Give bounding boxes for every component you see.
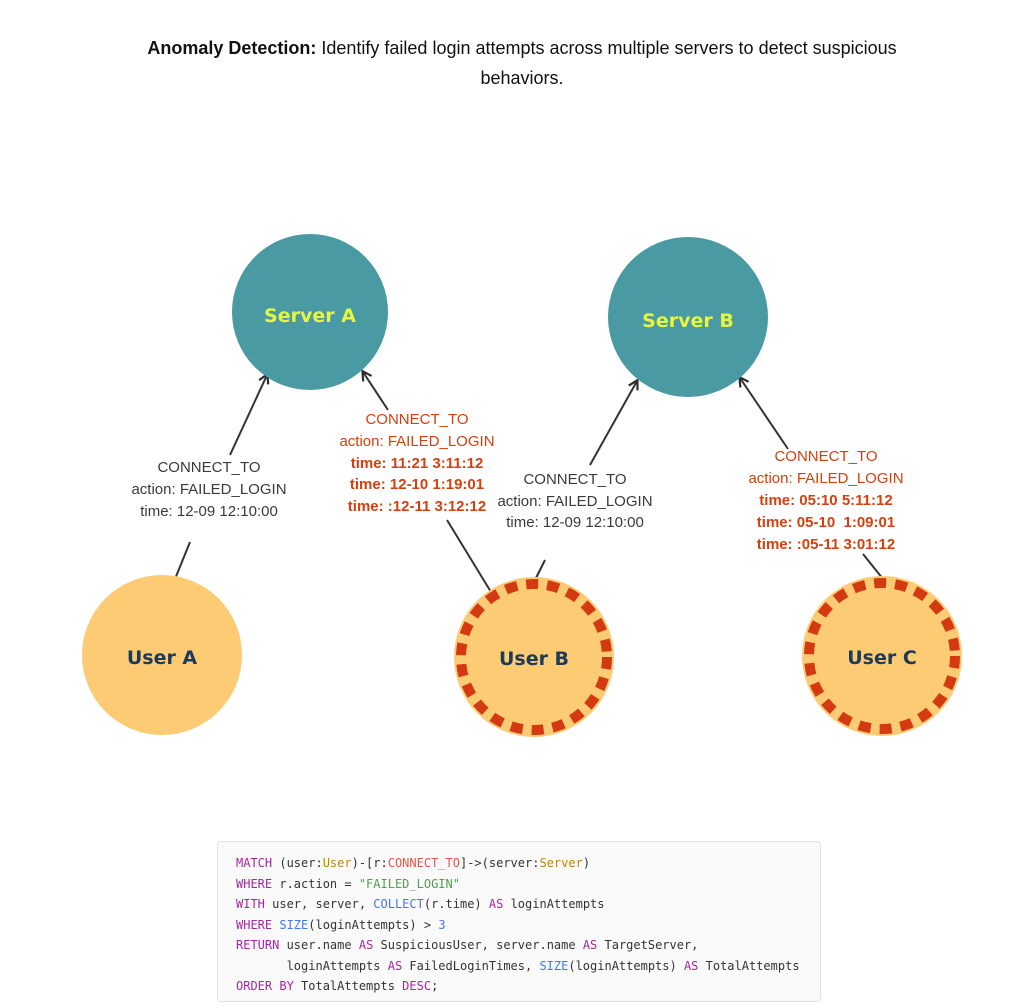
server-b-circle xyxy=(608,237,768,397)
code-text: ; xyxy=(431,979,439,993)
edge-userb-servera-upper xyxy=(363,372,389,411)
edge-action-label: action: FAILED_LOGIN xyxy=(497,493,652,510)
code-keyword: AS xyxy=(358,938,374,952)
user-b-dashed-ring xyxy=(456,579,612,735)
user-a-circle xyxy=(82,575,242,735)
edge-time-label: time: 05-10 1:09:01 xyxy=(757,514,895,531)
edge-label-userc-serverb: CONNECT_TO action: FAILED_LOGIN time: 05… xyxy=(748,448,903,553)
code-string: "FAILED_LOGIN" xyxy=(358,876,460,891)
code-function: SIZE xyxy=(539,958,569,973)
edge-usera-servera-upper xyxy=(229,375,267,456)
code-line-4: WHERE SIZE(loginAttempts) > 3 xyxy=(236,915,820,936)
edge-userc-serverb-lower xyxy=(862,553,884,580)
node-user-a: User A xyxy=(82,575,242,735)
code-text: FailedLoginTimes, xyxy=(402,958,540,973)
code-keyword: RETURN xyxy=(236,938,280,952)
code-text: TargetServer, xyxy=(597,938,699,952)
code-text: user.name xyxy=(279,938,359,952)
title-bold: Anomaly Detection: xyxy=(147,38,317,58)
edge-rel-label: CONNECT_TO xyxy=(157,459,260,476)
code-relationship: CONNECT_TO xyxy=(387,856,460,870)
code-line-5: RETURN user.name AS SuspiciousUser, serv… xyxy=(236,935,820,956)
edge-rel-label: CONNECT_TO xyxy=(523,471,626,488)
edge-time-label: time: 05:10 5:11:12 xyxy=(759,492,892,509)
edge-time-label: time: 12-09 12:10:00 xyxy=(506,514,644,531)
code-text: loginAttempts xyxy=(503,897,605,911)
code-text: r.action = xyxy=(272,876,359,891)
code-keyword: DESC xyxy=(402,979,432,993)
code-text: (r.time) xyxy=(423,897,489,911)
server-b-label: Server B xyxy=(642,310,734,332)
code-label: Server xyxy=(539,856,583,870)
edge-time-label: time: 12-09 12:10:00 xyxy=(140,503,278,520)
title-text: Identify failed login attempts across mu… xyxy=(316,38,897,88)
edge-userb-servera-lower xyxy=(446,519,492,593)
code-keyword: ORDER BY xyxy=(236,979,294,993)
edge-time-label: time: :05-11 3:01:12 xyxy=(757,536,895,553)
node-server-a: Server A xyxy=(232,234,388,390)
code-keyword: AS xyxy=(683,958,699,973)
edge-time-label: time: 11:21 3:11:12 xyxy=(351,455,484,472)
edge-rel-label: CONNECT_TO xyxy=(774,448,877,465)
edge-rel-label: CONNECT_TO xyxy=(365,411,468,428)
code-text: (user: xyxy=(272,856,323,870)
edge-action-label: action: FAILED_LOGIN xyxy=(748,470,903,487)
code-keyword: AS xyxy=(582,938,598,952)
code-line-2: WHERE r.action = "FAILED_LOGIN" xyxy=(236,874,820,895)
code-line-6: loginAttempts AS FailedLoginTimes, SIZE(… xyxy=(236,956,820,977)
user-c-circle xyxy=(802,576,962,736)
code-text: (loginAttempts) > xyxy=(308,917,439,932)
code-keyword: WHERE xyxy=(236,876,273,891)
user-b-label: User B xyxy=(499,648,569,670)
code-keyword: WHERE xyxy=(236,917,273,932)
edge-label-userb-servera: CONNECT_TO action: FAILED_LOGIN time: 11… xyxy=(339,411,494,515)
node-user-c: User C xyxy=(802,576,962,736)
server-a-label: Server A xyxy=(264,305,356,327)
user-c-label: User C xyxy=(847,647,917,669)
code-text: ) xyxy=(582,856,591,870)
code-text: TotalAttempts xyxy=(698,958,800,973)
code-line-1: MATCH (user:User)-[r:CONNECT_TO]->(serve… xyxy=(236,853,820,874)
code-label: User xyxy=(322,856,352,870)
code-keyword: AS xyxy=(488,897,504,911)
code-text: user, server, xyxy=(264,897,374,911)
code-function: COLLECT xyxy=(373,897,424,911)
page-title: Anomaly Detection: Identify failed login… xyxy=(112,33,932,93)
node-server-b: Server B xyxy=(608,237,768,397)
code-keyword: AS xyxy=(387,958,403,973)
edge-time-label: time: :12-11 3:12:12 xyxy=(348,498,486,515)
code-text: TotalAttempts xyxy=(293,979,403,993)
cypher-code-block: MATCH (user:User)-[r:CONNECT_TO]->(serve… xyxy=(217,841,821,1002)
code-text: SuspiciousUser, server.name xyxy=(373,938,583,952)
edge-label-usera-servera: CONNECT_TO action: FAILED_LOGIN time: 12… xyxy=(131,459,286,520)
code-line-7: ORDER BY TotalAttempts DESC; xyxy=(236,976,820,997)
edge-action-label: action: FAILED_LOGIN xyxy=(339,433,494,450)
server-a-circle xyxy=(232,234,388,390)
code-number: 3 xyxy=(438,917,446,932)
code-keyword: MATCH xyxy=(236,856,273,870)
edge-userb-serverb-upper xyxy=(589,381,637,466)
user-c-dashed-ring xyxy=(804,578,960,734)
code-line-3: WITH user, server, COLLECT(r.time) AS lo… xyxy=(236,894,820,915)
code-function: SIZE xyxy=(279,917,309,932)
edge-usera-servera-lower xyxy=(174,541,191,580)
edge-time-label: time: 12-10 1:19:01 xyxy=(350,476,484,493)
edge-label-userb-serverb: CONNECT_TO action: FAILED_LOGIN time: 12… xyxy=(497,471,652,531)
user-a-label: User A xyxy=(127,647,198,669)
code-text: ]->(server: xyxy=(459,856,540,870)
user-b-circle xyxy=(454,577,614,737)
code-text: (loginAttempts) xyxy=(568,958,684,973)
edge-userc-serverb-upper xyxy=(740,378,789,450)
code-text: )-[r: xyxy=(351,856,388,870)
node-user-b: User B xyxy=(454,577,614,737)
edge-action-label: action: FAILED_LOGIN xyxy=(131,481,286,498)
code-text: loginAttempts xyxy=(236,958,388,973)
edge-userb-serverb-lower xyxy=(534,559,546,581)
code-keyword: WITH xyxy=(236,897,265,911)
